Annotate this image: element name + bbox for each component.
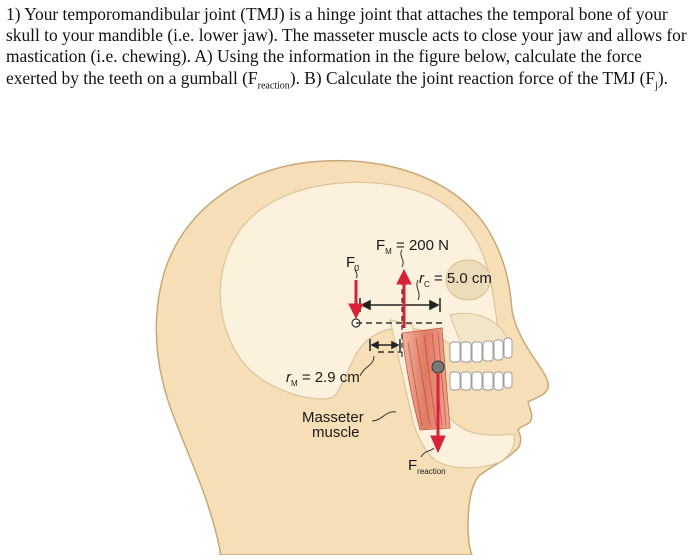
problem-text-part1: 1) Your temporomandibular joint (TMJ) is… xyxy=(6,4,687,88)
fj-leader xyxy=(354,264,358,279)
fm-force-arrow xyxy=(396,268,412,328)
fj-label: FJ xyxy=(346,254,359,273)
freaction-force-arrow xyxy=(430,374,446,454)
problem-text-part3: ). xyxy=(657,67,668,88)
muscle-fibers xyxy=(407,331,447,427)
rc-label: rC = 5.0 cm xyxy=(419,270,492,289)
eye-orbit xyxy=(445,259,491,301)
head-illustration: FM = 200 N rC = 5.0 cm FJ rM = 2.9 cm Ma… xyxy=(155,159,550,556)
rc-leader xyxy=(416,279,420,301)
masseter-leader xyxy=(371,411,397,422)
tmj-figure: FM = 200 N rC = 5.0 cm FJ rM = 2.9 cm Ma… xyxy=(150,130,570,556)
problem-subscript-reaction: reaction xyxy=(257,80,290,92)
problem-text-part2: ). B) Calculate the joint reaction force… xyxy=(289,67,656,88)
rm-label: rM = 2.9 cm xyxy=(286,369,360,388)
problem-statement: 1) Your temporomandibular joint (TMJ) is… xyxy=(6,4,694,96)
freaction-label: Freaction xyxy=(408,457,446,476)
problem-subscript-j: j xyxy=(655,80,658,92)
fm-leader xyxy=(400,249,404,268)
rm-leader xyxy=(359,355,375,377)
lower-teeth xyxy=(449,371,513,391)
upper-teeth xyxy=(449,337,513,363)
fj-force-arrow xyxy=(348,280,364,320)
masseter-label: Masseter muscle xyxy=(302,409,368,441)
rm-dimension-arrow xyxy=(369,339,401,351)
freaction-leader xyxy=(420,447,435,458)
fm-label: FM = 200 N xyxy=(376,237,449,256)
gumball xyxy=(431,360,445,374)
